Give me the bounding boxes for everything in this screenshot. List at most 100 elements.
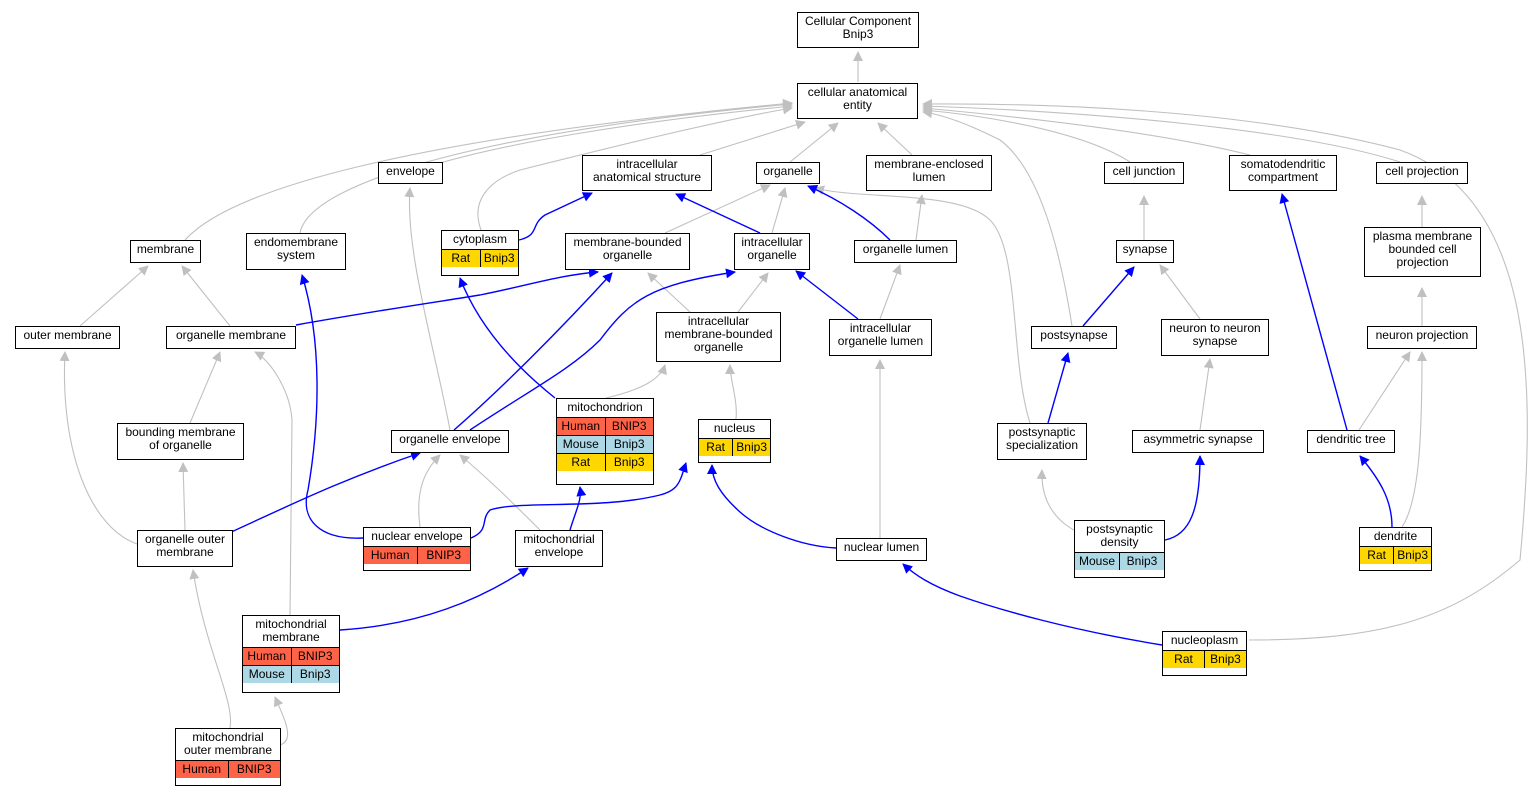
node-mitochondrial-envelope[interactable]: mitochondrial envelope [515,530,603,567]
node-membrane-bounded-organelle[interactable]: membrane-bounded organelle [565,233,690,270]
edge-olumen-to-mel [915,194,926,241]
node-intracellular-organelle[interactable]: intracellular organelle [734,233,810,270]
node-label: dendrite [1373,529,1418,543]
node-plasma-membrane-bounded-cell-projection[interactable]: plasma membrane bounded cell projection [1364,227,1481,277]
node-cellular-anatomical-entity[interactable]: cellular anatomical entity [797,83,918,119]
node-label: Cellular Component Bnip3 [804,14,912,41]
node-asymmetric-synapse[interactable]: asymmetric synapse [1132,430,1264,453]
node-label: synapse [1122,242,1168,256]
edge-dtree-to-somato [1279,193,1348,431]
node-outer-membrane[interactable]: outer membrane [15,326,120,349]
node-label: organelle outer membrane [144,532,226,559]
gene-cell: Bnip3 [604,436,653,453]
edge-outermem-to-membrane [79,265,149,327]
node-postsynaptic-specialization[interactable]: postsynaptic specialization [997,423,1087,460]
node-label: cell junction [1112,164,1176,178]
node-organelle-membrane[interactable]: organelle membrane [166,326,296,349]
node-somatodendritic-compartment[interactable]: somatodendritic compartment [1229,155,1337,191]
node-dendritic-tree[interactable]: dendritic tree [1307,430,1395,453]
node-intracellular-organelle-lumen[interactable]: intracellular organelle lumen [829,319,932,356]
edge-iol-to-io [795,270,859,320]
node-membrane[interactable]: membrane [130,240,201,263]
edge-cytoplasm-to-ias [518,192,593,241]
node-synapse[interactable]: synapse [1116,240,1174,263]
edge-dtree-to-neuproj [1358,351,1411,431]
edge-menv-to-orgenv [459,454,541,531]
edge-postsyn-to-cae [922,108,1073,327]
node-neuron-to-neuron-synapse[interactable]: neuron to neuron synapse [1161,319,1269,356]
node-label: cellular anatomical entity [807,85,908,112]
node-endomembrane-system[interactable]: endomembrane system [246,233,346,270]
edge-organelle-to-cae [789,122,839,163]
edge-olumen-to-organelle [807,185,891,241]
node-intracellular-membrane-bounded-organelle[interactable]: intracellular membrane-bounded organelle [656,312,781,362]
edge-envelope-to-cae [439,101,793,164]
species-cell: Mouse [243,666,291,683]
gene-cell: Bnip3 [479,250,518,267]
node-cellular-component[interactable]: Cellular Component Bnip3 [797,12,919,48]
node-label: envelope [386,164,435,178]
edge-cellproj-to-cae [922,101,1401,163]
gene-cell: BNIP3 [290,648,339,665]
node-label: nuclear lumen [843,540,920,554]
node-label: outer membrane [23,328,112,342]
node-label: bounding membrane of organelle [125,425,236,452]
node-organelle-lumen[interactable]: organelle lumen [854,240,957,263]
gene-cell: BNIP3 [604,418,653,435]
node-cell-projection[interactable]: cell projection [1376,162,1468,184]
node-label: organelle envelope [399,432,501,446]
species-cell: Rat [1360,547,1394,564]
gene-cell: Bnip3 [1393,547,1431,564]
node-label: postsynapse [1040,328,1108,342]
node-label: intracellular organelle [741,235,803,262]
species-cell: Rat [442,250,480,267]
node-envelope[interactable]: envelope [378,162,443,184]
node-organelle-outer-membrane[interactable]: organelle outer membrane [137,530,233,567]
node-nuclear-lumen[interactable]: nuclear lumen [836,538,927,561]
node-label: organelle lumen [862,242,949,256]
node-neuron-projection[interactable]: neuron projection [1367,326,1477,349]
species-cell: Mouse [557,436,605,453]
edge-mito-to-imbo [605,364,667,399]
node-organelle-envelope[interactable]: organelle envelope [391,430,509,453]
edge-nucleus-to-imbo [725,364,737,420]
edge-n2n-to-synapse [1159,264,1201,320]
node-label: membrane-enclosed lumen [874,157,984,184]
edge-nenv-to-endo [299,274,364,539]
node-intracellular-anatomical-structure[interactable]: intracellular anatomical structure [582,155,712,191]
edge-mito-to-cytoplasm [458,277,556,399]
node-bounding-membrane-of-organelle[interactable]: bounding membrane of organelle [117,423,244,460]
edge-mom-to-mmem [274,696,289,746]
edge-cytoplasm-to-cae [477,104,793,231]
edge-mom-to-oom [189,569,232,729]
node-label: organelle membrane [175,328,287,342]
edge-mmem-to-menv [339,567,529,631]
node-label: intracellular membrane-bounded organelle [664,314,773,354]
node-label: endomembrane system [253,235,339,262]
node-membrane-enclosed-lumen[interactable]: membrane-enclosed lumen [866,155,992,191]
edge-imbo-to-io [737,272,769,313]
node-cell-junction[interactable]: cell junction [1104,162,1184,184]
node-label: membrane-bounded organelle [573,235,682,262]
edge-orgenv-to-envelope [404,187,451,431]
node-organelle[interactable]: organelle [756,162,820,184]
node-postsynapse[interactable]: postsynapse [1031,326,1117,349]
node-label: cell projection [1385,164,1459,178]
node-label: nucleoplasm [1170,633,1239,647]
node-label: cytoplasm [452,232,508,246]
